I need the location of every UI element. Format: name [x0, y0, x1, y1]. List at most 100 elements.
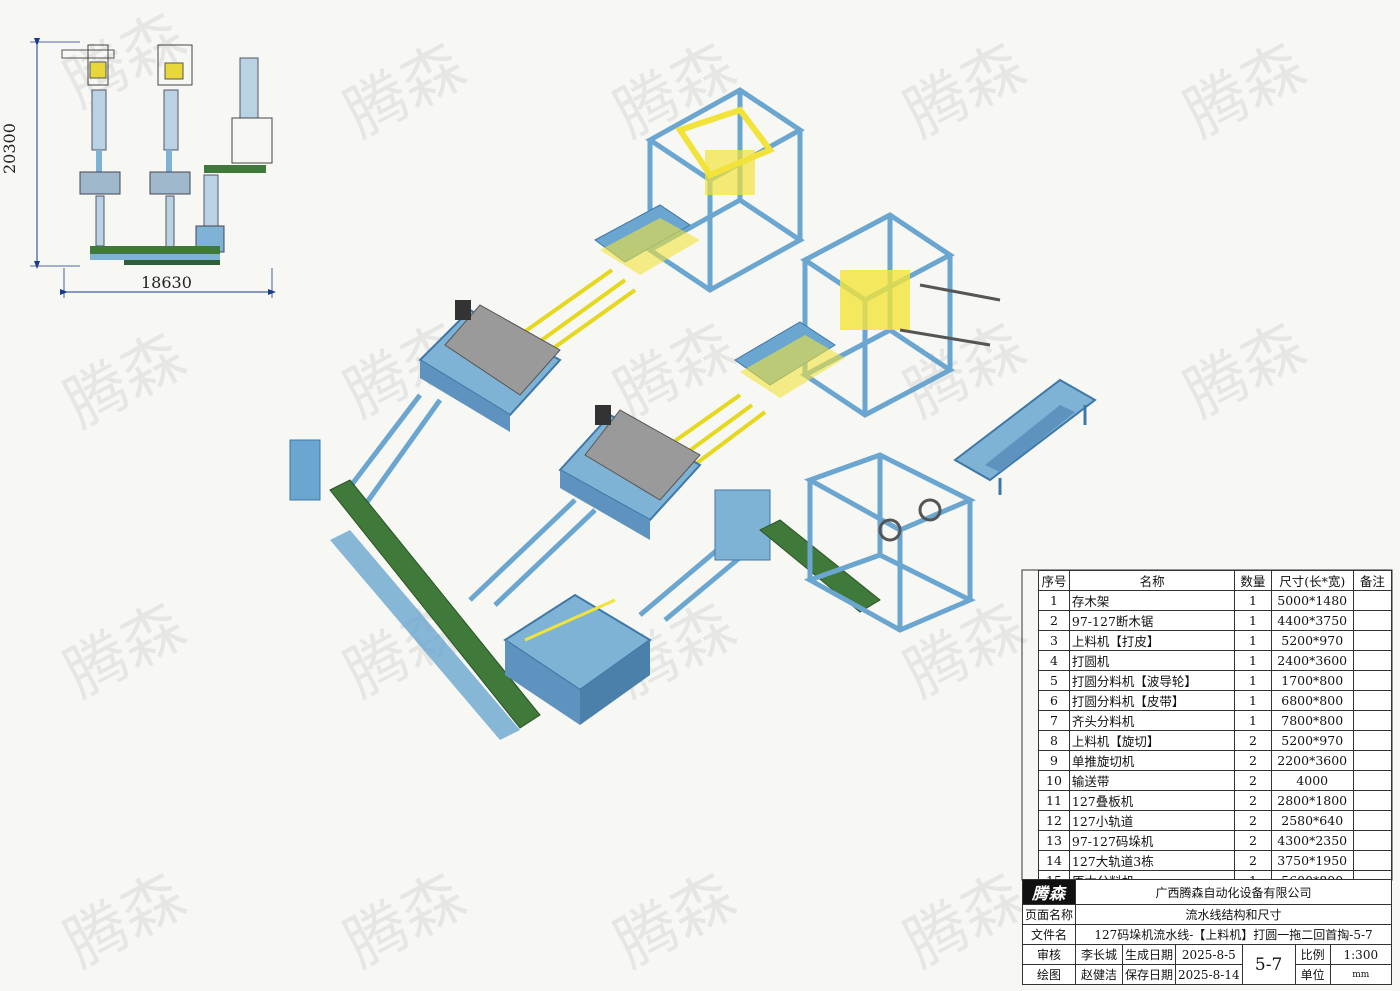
title-block: 腾森 广西腾森自动化设备有限公司 页面名称 流水线结构和尺寸 文件名 127码垛… — [1021, 879, 1393, 985]
bom-size: 5000*1480 — [1270, 590, 1354, 611]
unit-value: mm — [1329, 964, 1393, 985]
bom-note — [1352, 650, 1393, 671]
bom-index: 8 — [1038, 730, 1070, 751]
bom-item-name: 97-127断木锯 — [1068, 610, 1236, 631]
bom-note — [1352, 770, 1393, 791]
feeder-conveyor — [714, 489, 881, 613]
save-date: 2025-8-14 — [1175, 964, 1243, 985]
bom-header-row: 序号 名称 数量 尺寸(长*宽) 备注 — [1038, 570, 1393, 591]
width-dimension-label: 18630 — [141, 273, 192, 292]
bom-index: 9 — [1038, 750, 1070, 771]
log-storage-rack — [953, 378, 1097, 495]
bom-item-name: 127叠板机 — [1068, 790, 1236, 811]
log-saw — [803, 452, 976, 633]
stacker-1 — [594, 87, 805, 293]
bom-note — [1352, 630, 1393, 651]
bom-size: 2400*3600 — [1270, 650, 1354, 671]
bom-index: 7 — [1038, 710, 1070, 731]
bom-quantity: 2 — [1234, 770, 1272, 791]
drawing-number: 5-7 — [1241, 944, 1296, 985]
bom-size: 7800*800 — [1270, 710, 1354, 731]
bom-item-name: 97-127码垛机 — [1068, 830, 1236, 851]
bom-note — [1352, 610, 1393, 631]
scale-value: 1:300 — [1329, 944, 1393, 965]
bom-index: 2 — [1038, 610, 1070, 631]
file-name: 127码垛机流水线-【上料机】打圆一拖二回首掏-5-7 — [1075, 924, 1392, 945]
bom-col-header: 尺寸(长*宽) — [1270, 570, 1354, 591]
bom-item-name: 127小轨道 — [1068, 810, 1236, 831]
bom-index: 14 — [1038, 850, 1070, 871]
height-dimension-label: 20300 — [0, 123, 19, 174]
bom-quantity: 1 — [1234, 650, 1272, 671]
gen-date: 2025-8-5 — [1175, 944, 1243, 965]
bom-item-name: 上料机【旋切】 — [1068, 730, 1236, 751]
bom-quantity: 2 — [1234, 810, 1272, 831]
page-name-label: 页面名称 — [1021, 904, 1077, 925]
bom-quantity: 1 — [1234, 630, 1272, 651]
unit-label: 单位 — [1294, 964, 1331, 985]
bom-note — [1352, 710, 1393, 731]
bom-index: 6 — [1038, 690, 1070, 711]
bom-index: 1 — [1038, 590, 1070, 611]
bom-size: 6800*800 — [1270, 690, 1354, 711]
sorting-belt — [289, 439, 541, 740]
bom-note — [1352, 850, 1393, 871]
bom-col-header: 名称 — [1068, 570, 1236, 591]
bom-quantity: 2 — [1234, 830, 1272, 851]
bom-note — [1352, 790, 1393, 811]
bom-size: 3750*1950 — [1270, 850, 1354, 871]
rotary-lathe-1 — [418, 300, 562, 432]
bom-quantity: 1 — [1234, 690, 1272, 711]
bom-col-header: 数量 — [1234, 570, 1272, 591]
bom-index: 11 — [1038, 790, 1070, 811]
bom-quantity: 2 — [1234, 790, 1272, 811]
scale-label: 比例 — [1294, 944, 1331, 965]
bom-size: 5200*970 — [1270, 730, 1354, 751]
bom-item-name: 输送带 — [1068, 770, 1236, 791]
bom-item-name: 上料机【打皮】 — [1068, 630, 1236, 651]
bom-quantity: 1 — [1234, 610, 1272, 631]
company-name: 广西腾森自动化设备有限公司 — [1075, 879, 1392, 905]
yellow-rails — [518, 268, 767, 474]
bom-size: 5200*970 — [1270, 630, 1354, 651]
bom-quantity: 1 — [1234, 590, 1272, 611]
bom-col-header: 序号 — [1038, 570, 1070, 591]
bom-col-header: 备注 — [1352, 570, 1393, 591]
bom-note — [1352, 690, 1393, 711]
bom-item-name: 单推旋切机 — [1068, 750, 1236, 771]
bom-quantity: 1 — [1234, 670, 1272, 691]
bom-quantity: 2 — [1234, 850, 1272, 871]
bom-index: 13 — [1038, 830, 1070, 851]
bom-note — [1352, 730, 1393, 751]
bom-note — [1352, 830, 1393, 851]
bom-size: 4400*3750 — [1270, 610, 1354, 631]
bom-size: 4300*2350 — [1270, 830, 1354, 851]
bom-size: 4000 — [1270, 770, 1354, 791]
bom-item-name: 打圆机 — [1068, 650, 1236, 671]
bom-item-name: 打圆分料机【皮带】 — [1068, 690, 1236, 711]
bom-item-name: 127大轨道3栋 — [1068, 850, 1236, 871]
production-line-isometric — [289, 87, 1097, 740]
bom-index: 5 — [1038, 670, 1070, 691]
company-logo: 腾森 — [1021, 879, 1077, 905]
drafter-label: 绘图 — [1021, 964, 1077, 985]
save-date-label: 保存日期 — [1122, 964, 1177, 985]
bom-size: 2580*640 — [1270, 810, 1354, 831]
rotary-lathe-2 — [558, 405, 702, 540]
bom-index: 3 — [1038, 630, 1070, 651]
bom-index: 4 — [1038, 650, 1070, 671]
rounding-machine — [503, 593, 652, 725]
page-name: 流水线结构和尺寸 — [1075, 904, 1392, 925]
bom-index: 12 — [1038, 810, 1070, 831]
